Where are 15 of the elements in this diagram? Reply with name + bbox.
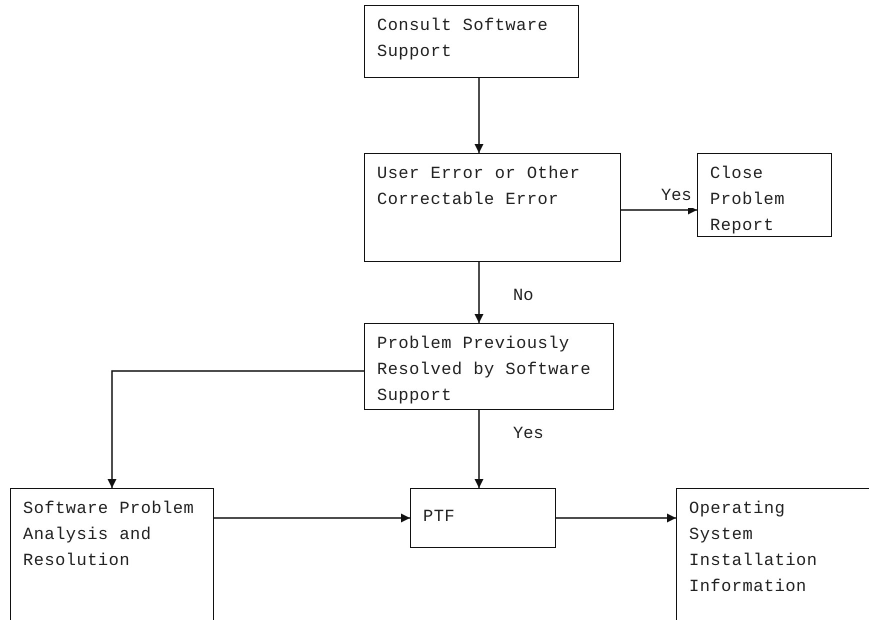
process-box: PTF xyxy=(410,488,556,548)
process-box: Problem Previously Resolved by Software Support xyxy=(364,323,614,410)
process-box: Software Problem Analysis and Resolution xyxy=(10,488,214,620)
process-box: Consult Software Support xyxy=(364,5,579,78)
arrow xyxy=(214,514,410,522)
arrow xyxy=(474,78,484,153)
arrow xyxy=(108,370,364,488)
process-box: User Error or Other Correctable Error xyxy=(364,153,621,262)
process-box: Close Problem Report xyxy=(697,153,832,237)
arrow xyxy=(556,514,676,522)
arrow xyxy=(474,262,484,323)
arrow xyxy=(474,410,484,488)
edge-label: Yes xyxy=(659,186,694,208)
process-box: Operating System Installation Information xyxy=(676,488,869,620)
arrow xyxy=(621,206,697,214)
